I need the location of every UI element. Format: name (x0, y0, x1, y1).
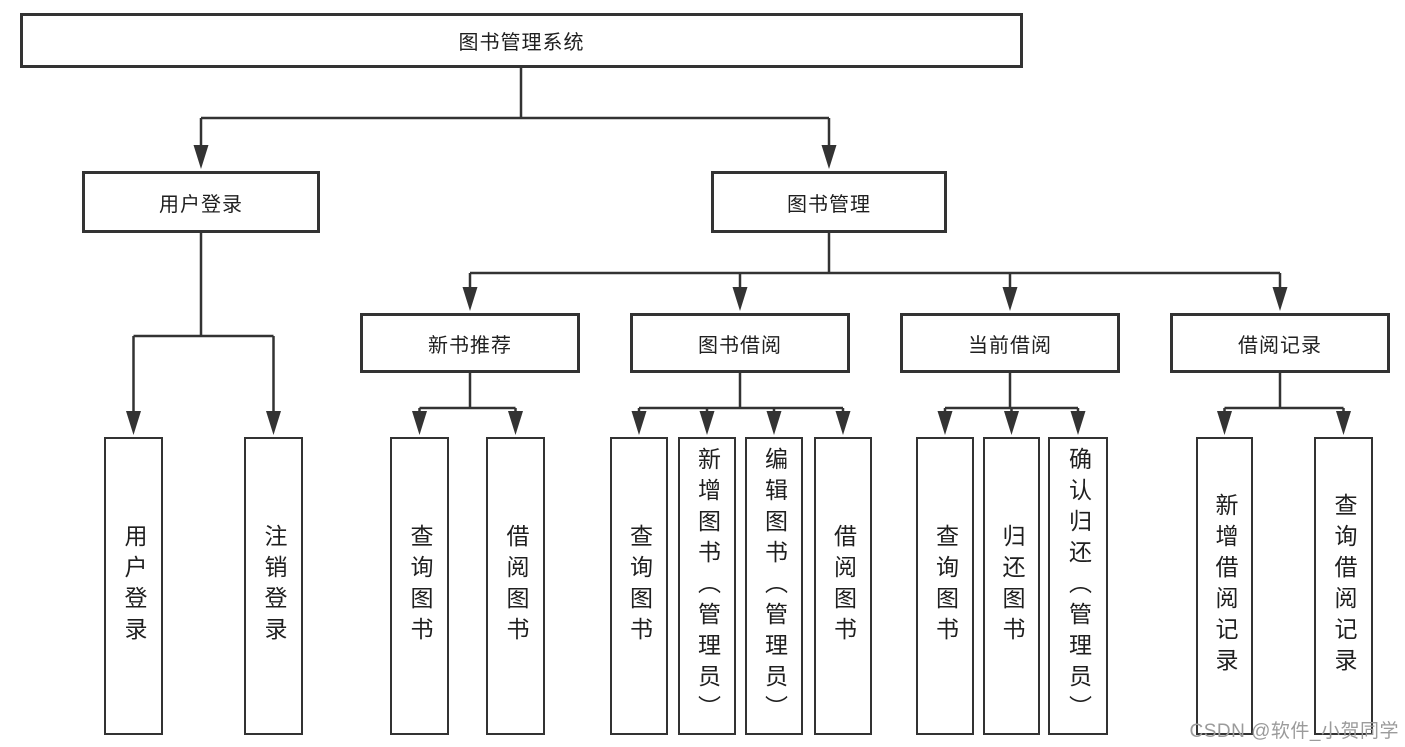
watermark: CSDN @软件_小贺同学 (1189, 721, 1399, 742)
leaf-confirm-return-admin: 确认归还（管理员） (1048, 437, 1108, 735)
leaf-add-books-admin: 新增图书（管理员） (678, 437, 736, 735)
leaf-add-borrow-record: 新增借阅记录 (1196, 437, 1253, 735)
node-root: 图书管理系统 (20, 13, 1023, 68)
leaf-label: 查询借阅记录 (1331, 493, 1357, 679)
leaf-logout: 注销登录 (244, 437, 303, 735)
leaf-label: 注销登录 (261, 524, 287, 648)
node-borrow-records: 借阅记录 (1170, 313, 1390, 373)
leaf-label: 新增借阅记录 (1212, 493, 1238, 679)
node-book-borrow: 图书借阅 (630, 313, 850, 373)
leaf-label: 借阅图书 (503, 524, 529, 648)
leaf-label: 用户登录 (121, 524, 147, 648)
leaf-edit-books-admin: 编辑图书（管理员） (745, 437, 803, 735)
leaf-label: 确认归还（管理员） (1065, 446, 1092, 726)
leaf-query-books-recommend: 查询图书 (390, 437, 449, 735)
leaf-label: 查询图书 (626, 524, 653, 648)
leaf-query-books-borrow: 查询图书 (610, 437, 668, 735)
node-current-borrow: 当前借阅 (900, 313, 1120, 373)
leaf-label: 新增图书（管理员） (694, 446, 721, 726)
node-book-management: 图书管理 (711, 171, 947, 233)
leaf-label: 归还图书 (999, 524, 1025, 648)
leaf-label: 编辑图书（管理员） (761, 446, 788, 726)
leaf-user-login: 用户登录 (104, 437, 163, 735)
leaf-label: 借阅图书 (830, 524, 857, 648)
leaf-label: 查询图书 (932, 524, 959, 648)
leaf-label: 查询图书 (407, 524, 433, 648)
node-user-login: 用户登录 (82, 171, 320, 233)
leaf-return-books: 归还图书 (983, 437, 1040, 735)
leaf-query-borrow-record: 查询借阅记录 (1314, 437, 1373, 735)
leaf-borrow-books: 借阅图书 (814, 437, 872, 735)
leaf-borrow-books-recommend: 借阅图书 (486, 437, 545, 735)
node-new-book-recommend: 新书推荐 (360, 313, 580, 373)
leaf-query-books-current: 查询图书 (916, 437, 974, 735)
